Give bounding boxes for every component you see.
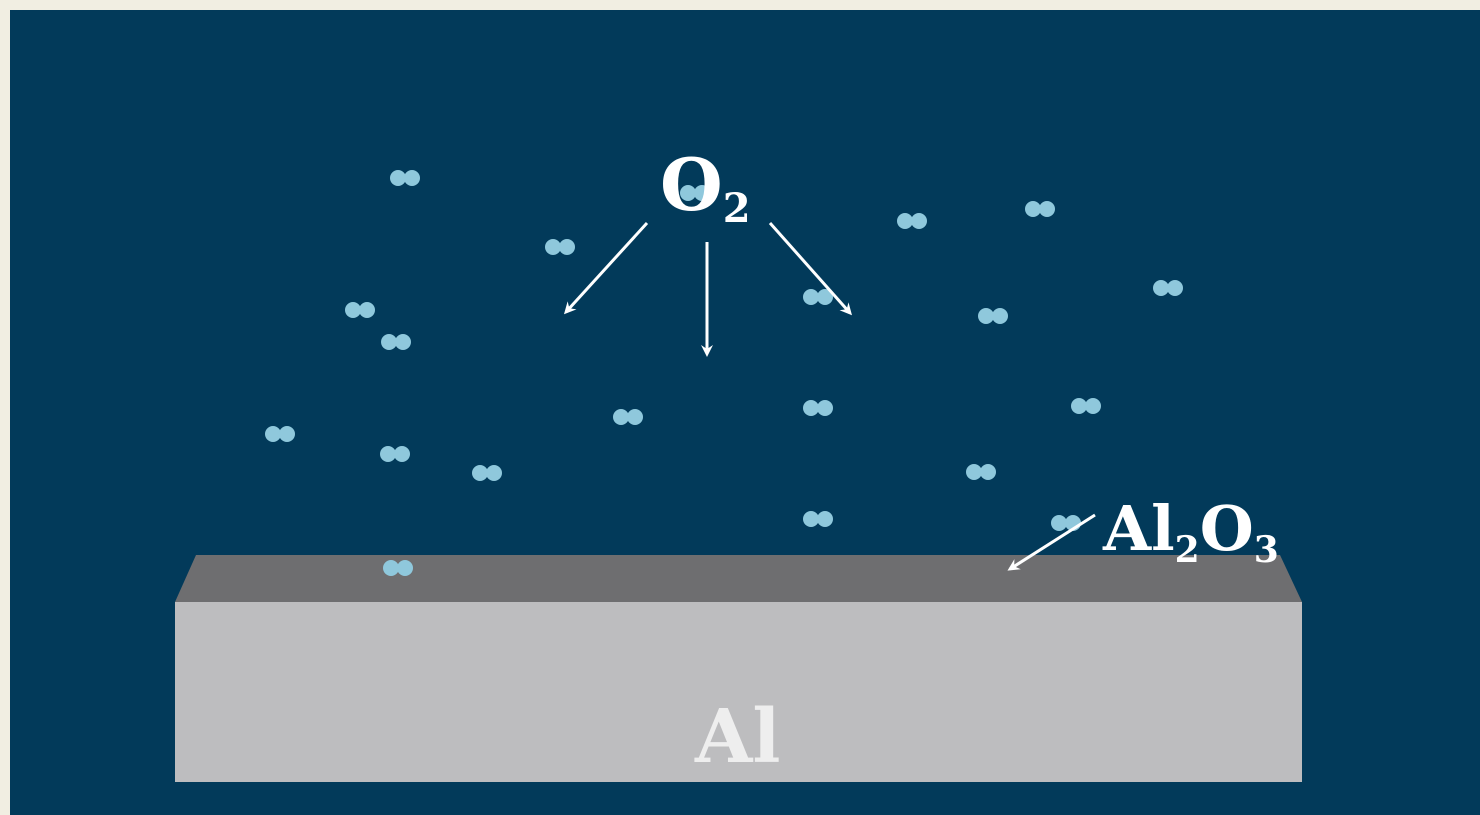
- oxide-label-sub1: 2: [1175, 529, 1200, 571]
- svg-text:Al2O3: Al2O3: [1102, 492, 1279, 571]
- oxide-label: Al2O3: [1102, 492, 1279, 571]
- oxide-label-al: Al: [1102, 492, 1175, 565]
- oxygen-molecule: [1153, 280, 1183, 296]
- oxygen-molecule: [383, 560, 413, 576]
- oxidation-diagram: Al O2 Al2O3: [175, 142, 1302, 782]
- oxygen-molecule: [680, 185, 710, 201]
- oxygen-molecule: [265, 426, 295, 442]
- arrow-left: [563, 221, 649, 315]
- oxygen-molecule: [1071, 398, 1101, 414]
- oxygen-molecule: [966, 464, 996, 480]
- oxygen-molecule: [803, 289, 833, 305]
- arrow-oxide: [1007, 513, 1096, 571]
- oxygen-molecule: [803, 400, 833, 416]
- oxygen-molecule: [381, 334, 411, 350]
- oxygen-label-subscript: 2: [723, 185, 751, 232]
- oxide-label-sub2: 3: [1254, 529, 1279, 571]
- arrow-right: [768, 222, 852, 316]
- oxygen-molecule: [978, 308, 1008, 324]
- oxygen-arrows: [563, 221, 1096, 571]
- oxygen-molecule: [472, 465, 502, 481]
- metal-label: Al: [694, 694, 781, 780]
- oxygen-molecule: [1025, 201, 1055, 217]
- oxygen-molecule: [1051, 515, 1081, 531]
- oxygen-molecule: [613, 409, 643, 425]
- oxygen-molecules: [265, 170, 1183, 576]
- oxygen-label-main: O: [660, 142, 723, 227]
- oxygen-molecule: [803, 511, 833, 527]
- oxygen-molecule: [390, 170, 420, 186]
- oxygen-molecule: [897, 213, 927, 229]
- oxygen-molecule: [380, 446, 410, 462]
- oxygen-molecule: [545, 239, 575, 255]
- svg-text:O2: O2: [660, 142, 751, 232]
- oxygen-label: O2: [660, 142, 751, 232]
- slab-front-face: [175, 602, 1302, 782]
- oxide-label-o: O: [1200, 492, 1254, 565]
- diagram-frame: Al O2 Al2O3: [10, 10, 1480, 815]
- aluminium-slab: Al: [175, 555, 1302, 782]
- oxygen-molecule: [345, 302, 375, 318]
